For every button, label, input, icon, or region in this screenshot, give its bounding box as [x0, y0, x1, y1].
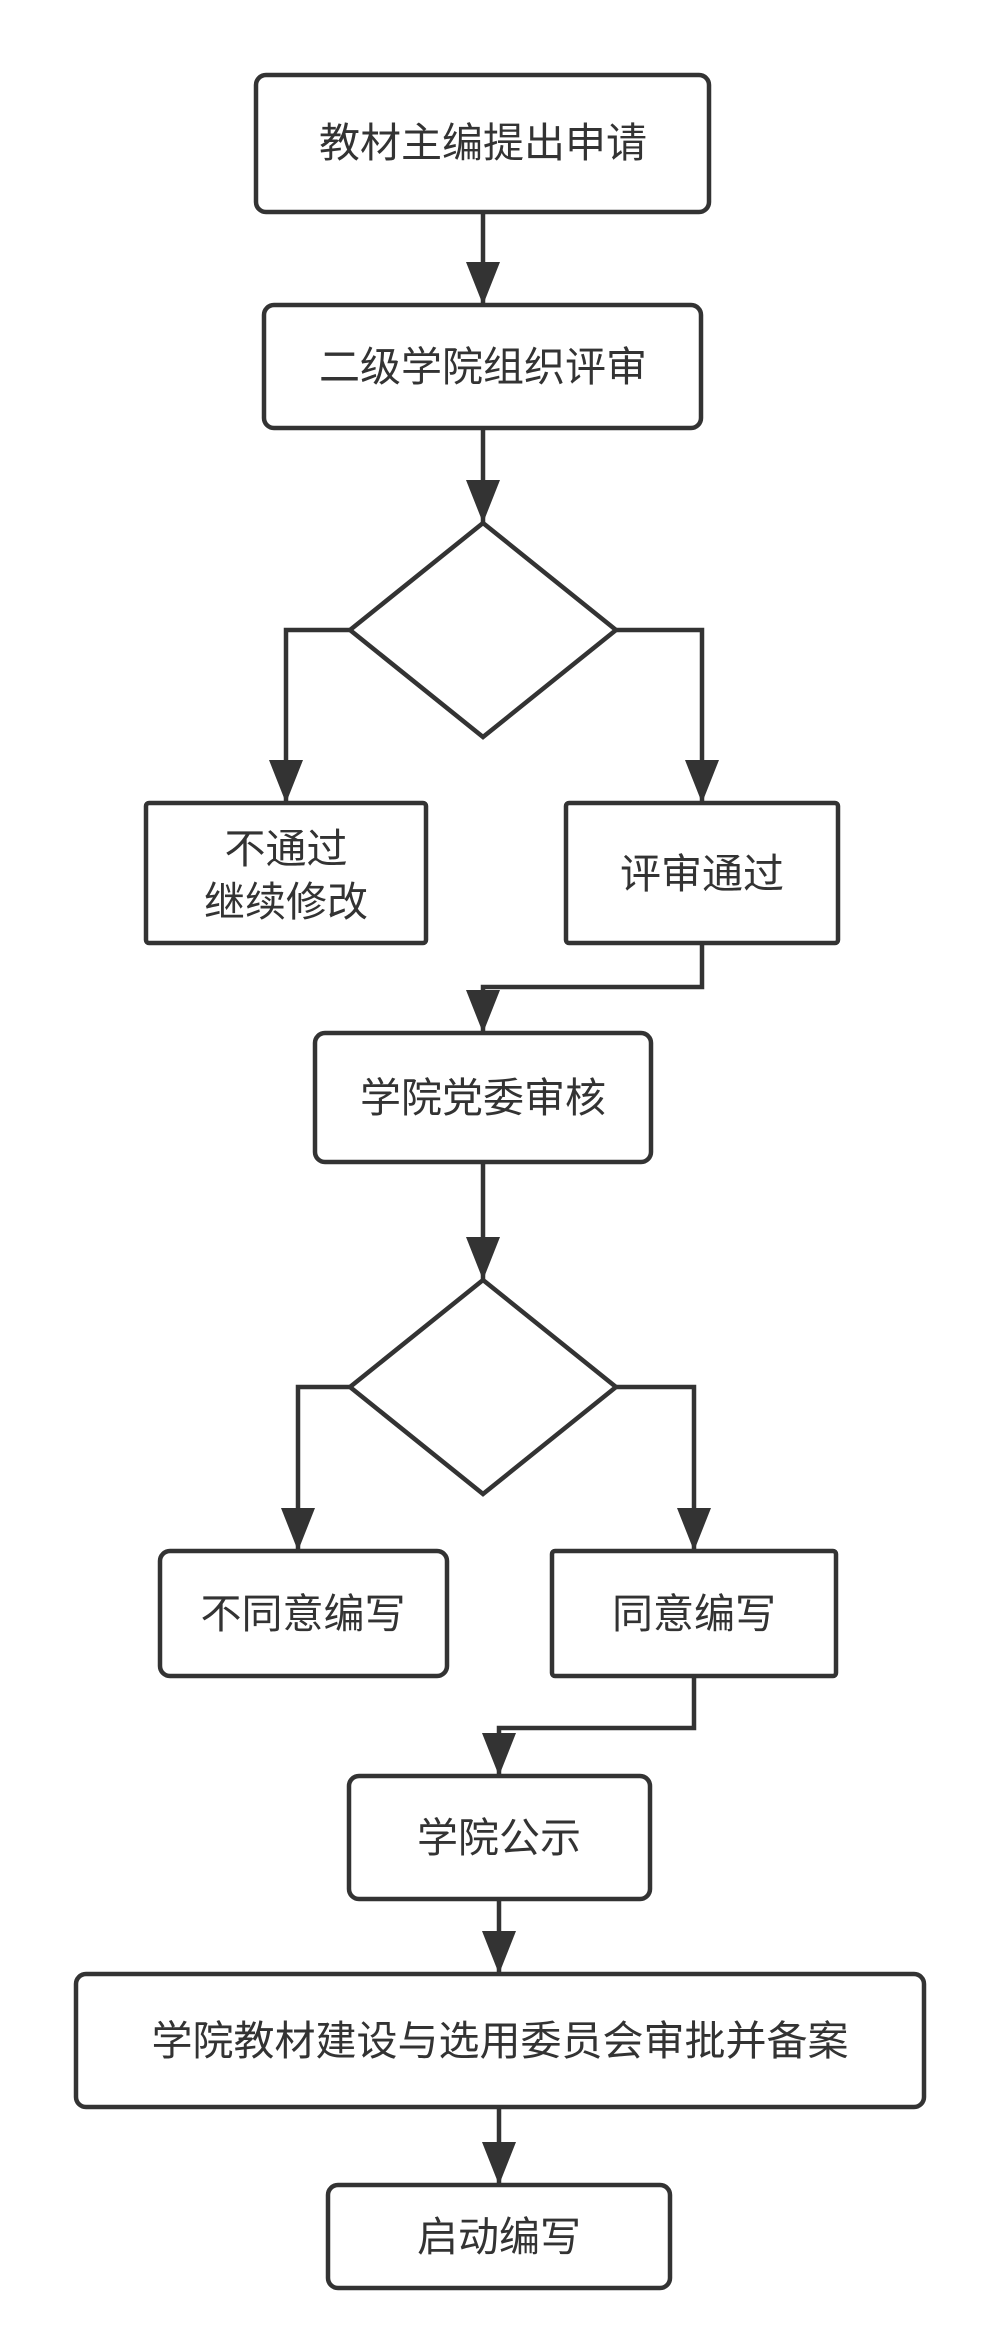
arrowhead-9: [482, 1733, 516, 1776]
node-agree: 同意编写: [549, 1548, 839, 1679]
node-committee: 学院教材建设与选用委员会审批并备案: [73, 1971, 927, 2110]
node-apply: 教材主编提出申请: [253, 72, 712, 215]
node-publicize: 学院公示: [346, 1773, 653, 1902]
node-publicize-label: 学院公示: [417, 1814, 581, 1862]
node-start: 启动编写: [325, 2182, 673, 2291]
arrowhead-7: [281, 1508, 315, 1551]
node-apply-label: 教材主编提出申请: [319, 119, 647, 167]
node-disagree-label: 不同意编写: [201, 1590, 406, 1638]
edge-decision2-to-disagree: [295, 1384, 350, 1551]
node-college-review: 二级学院组织评审: [261, 302, 704, 431]
arrowhead-3: [269, 760, 303, 803]
node-committee-label: 学院教材建设与选用委员会审批并备案: [152, 2017, 849, 2065]
node-reject-revise-line1: 不通过: [225, 825, 348, 873]
decision-diamond-2: [346, 1277, 620, 1497]
node-disagree: 不同意编写: [157, 1548, 450, 1679]
arrowhead-11: [482, 2142, 516, 2185]
node-party-review: 学院党委审核: [312, 1030, 654, 1165]
node-college-review-label: 二级学院组织评审: [319, 343, 647, 391]
node-agree-label: 同意编写: [612, 1590, 776, 1638]
node-start-label: 启动编写: [417, 2213, 581, 2261]
node-reject-revise: 不通过 继续修改: [143, 800, 429, 946]
arrowhead-8: [677, 1508, 711, 1551]
edge-agree-to-publicize: [496, 1676, 697, 1776]
arrowhead-2: [466, 480, 500, 523]
arrowhead-10: [482, 1931, 516, 1974]
connectors: [283, 212, 705, 2185]
arrowheads: [269, 262, 719, 2185]
node-reject-revise-line2: 继续修改: [204, 878, 368, 926]
decision-diamond-1: [346, 520, 620, 740]
edge-pass-to-party-review: [480, 943, 705, 1033]
edge-decision1-to-reject: [283, 627, 350, 803]
arrowhead-6: [466, 1237, 500, 1280]
arrowhead-4: [685, 760, 719, 803]
edge-decision1-to-pass: [616, 627, 705, 803]
edge-decision2-to-agree: [616, 1384, 697, 1551]
node-review-pass-label: 评审通过: [620, 850, 784, 898]
node-review-pass: 评审通过: [563, 800, 841, 946]
arrowhead-5: [466, 990, 500, 1033]
node-party-review-label: 学院党委审核: [360, 1074, 606, 1122]
arrowhead-1: [466, 262, 500, 305]
